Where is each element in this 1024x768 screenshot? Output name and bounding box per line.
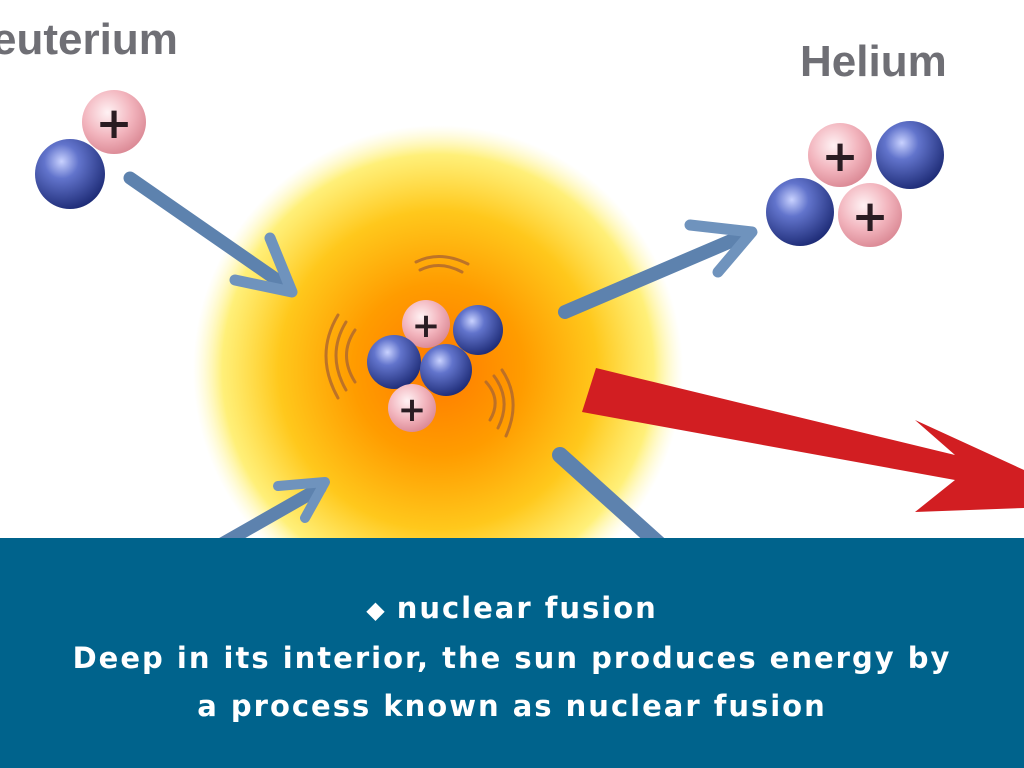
caption-line-2: a process known as nuclear fusion bbox=[197, 689, 827, 723]
proton-plus-icon: + bbox=[398, 390, 427, 430]
caption-line-1: Deep in its interior, the sun produces e… bbox=[72, 641, 952, 675]
deuterium-nucleus: + bbox=[35, 90, 146, 209]
helium-arrow-icon bbox=[558, 219, 758, 319]
energy-arrow-icon bbox=[582, 368, 1024, 512]
incoming-arrow-lower-icon bbox=[215, 477, 330, 540]
neutron-arrow-icon bbox=[552, 447, 667, 540]
helium-nucleus: + + bbox=[766, 121, 944, 247]
helium-label: Helium bbox=[800, 37, 947, 86]
caption-heading: nuclear fusion bbox=[396, 591, 658, 625]
fusion-diagram: euterium Helium + + + bbox=[0, 15, 1024, 540]
incoming-arrow-icon bbox=[123, 171, 298, 298]
caption-heading-line: ◆ nuclear fusion bbox=[0, 584, 1024, 634]
proton-plus-icon: + bbox=[822, 131, 859, 182]
proton-plus-icon: + bbox=[412, 306, 441, 346]
diamond-bullet-icon: ◆ bbox=[366, 596, 387, 624]
proton-plus-icon: + bbox=[852, 191, 889, 242]
caption-panel: ◆ nuclear fusion Deep in its interior, th… bbox=[0, 538, 1024, 768]
proton-plus-icon: + bbox=[96, 98, 133, 149]
fusing-nucleus: + + bbox=[324, 255, 515, 438]
deuterium-label: euterium bbox=[0, 15, 178, 64]
